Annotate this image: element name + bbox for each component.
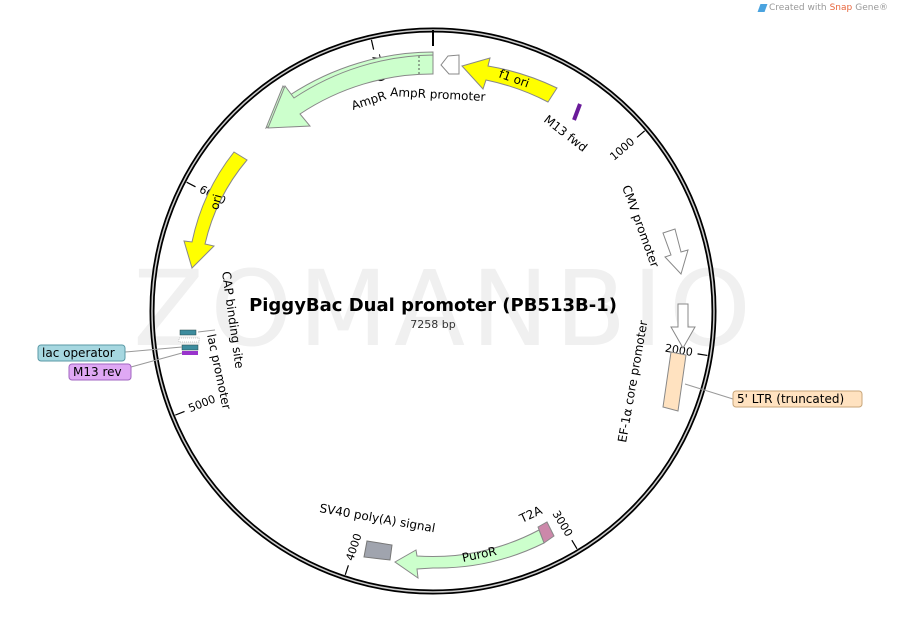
label-ampr: AmpR <box>350 88 388 112</box>
feature-sv40-polya-signal[interactable] <box>363 540 393 561</box>
label-m13-fwd: M13 fwd <box>541 112 590 154</box>
feature-ampr-promoter[interactable] <box>440 54 460 75</box>
label-ori: ori <box>207 193 225 212</box>
credit-suffix: Gene® <box>855 3 888 13</box>
credit-brand: Snap <box>829 3 853 13</box>
credit-prefix: Created with <box>769 3 827 13</box>
m13-rev-callout-box[interactable] <box>68 363 132 381</box>
label-t2a: T2A <box>516 503 545 526</box>
feature-cap-binding-site[interactable] <box>179 329 197 336</box>
feature-lac-promoter[interactable] <box>178 337 200 343</box>
feature-5-ltr-truncated[interactable] <box>662 351 687 412</box>
tick-label-4000: 4000 <box>343 532 364 563</box>
feature-puror[interactable] <box>394 529 545 580</box>
lac-operator-callout-line <box>124 346 183 353</box>
feature-ef1a-core-promoter[interactable] <box>670 303 696 350</box>
feature-ori[interactable] <box>183 151 248 269</box>
m13-rev-callout-label: M13 rev <box>73 365 122 379</box>
ltr-callout-line <box>684 383 734 400</box>
lac-operator-callout-label: lac operator <box>42 346 115 360</box>
label-sv40-polya-signal: SV40 poly(A) signal <box>318 501 436 535</box>
tick-label-5000: 5000 <box>187 393 218 416</box>
tick-7000 <box>370 39 375 50</box>
feature-cmv-promoter[interactable] <box>662 228 689 275</box>
tick-3000 <box>571 539 578 550</box>
feature-f1-ori[interactable] <box>461 57 558 103</box>
tick-4000 <box>344 565 349 575</box>
ltr-callout-label: 5' LTR (truncated) <box>737 392 844 406</box>
plasmid-title: PiggyBac Dual promoter (PB513B-1) <box>249 295 617 316</box>
watermark: ZOMANBIO <box>133 248 757 370</box>
lac-operator-callout-box[interactable] <box>37 344 126 362</box>
ltr-callout-box[interactable] <box>732 390 863 408</box>
tick-5000 <box>175 410 185 416</box>
tick-label-1000: 1000 <box>607 135 637 163</box>
label-ampr-promoter: AmpR promoter <box>390 85 486 104</box>
m13-rev-callout-line <box>130 352 183 368</box>
feature-lac-operator[interactable] <box>181 344 199 351</box>
feature-m13-fwd[interactable] <box>572 103 582 121</box>
ampr-arrow[interactable] <box>267 54 434 129</box>
cap-callout-line <box>197 329 216 333</box>
tick-2000 <box>697 353 708 357</box>
tick-1000 <box>636 130 646 138</box>
tick-6000 <box>186 181 196 188</box>
plasmid-length: 7258 bp <box>410 318 455 331</box>
feature-m13-rev[interactable] <box>182 351 198 355</box>
